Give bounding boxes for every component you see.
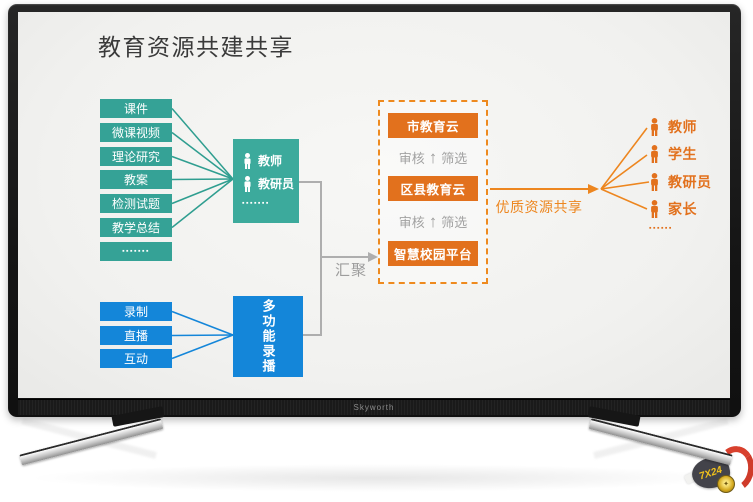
review-label: 审核 — [398, 214, 425, 230]
ground-shadow — [28, 464, 724, 492]
cloud-platform-stack: 市教育云 审核 ↑ 筛选 区县教育云 审核 ↑ 筛选 智慧校园平台 — [378, 100, 488, 284]
connector-lines — [171, 108, 650, 360]
contributor-researcher: 教研员 — [242, 172, 299, 195]
smart-campus-box: 智慧校园平台 — [388, 241, 478, 266]
filter-label: 筛选 — [441, 214, 468, 230]
person-icon — [244, 152, 251, 169]
contributor-researcher-label: 教研员 — [258, 177, 295, 191]
review-filter-row-1: 审核 ↑ 筛选 — [380, 143, 486, 171]
audience-teacher-label: 教师 — [668, 119, 697, 135]
contributors-hub: 教师 教研员 ▪▪▪▪▪▪▪ — [233, 139, 299, 223]
review-label: 审核 — [398, 150, 425, 166]
resource-item-microvideo: 微课视频 — [100, 123, 172, 142]
filter-label: 筛选 — [441, 150, 468, 166]
resource-item-more-dots: ▪▪▪▪▪▪▪ — [100, 242, 172, 261]
audience-more-dots: ▪▪▪▪▪▪ — [649, 225, 673, 232]
watermark-gold-seal: ✦ — [717, 475, 735, 493]
seller-watermark: 7X24 ✦ — [683, 443, 753, 502]
person-icon — [651, 145, 658, 163]
audience-parent-label: 家长 — [668, 201, 697, 217]
recorder-hub: 多功能录播 — [233, 296, 303, 377]
tv-screen: 教育资源共建共享 课件 微课视频 理论研究 教案 检测试题 教学总结 ▪▪▪▪▪… — [18, 12, 730, 398]
audience-teacher: 教师 — [648, 117, 697, 137]
recording-item-interact: 互动 — [100, 349, 172, 368]
audience-researcher: 教研员 — [648, 172, 712, 192]
tv-bottom-bezel: Skyworth — [18, 399, 730, 415]
resource-item-tests: 检测试题 — [100, 194, 172, 213]
district-cloud-box: 区县教育云 — [388, 176, 478, 201]
audience-parent: 家长 — [648, 199, 697, 219]
aggregate-label: 汇聚 — [334, 262, 367, 279]
person-icon — [651, 118, 658, 136]
contributor-teacher-label: 教师 — [258, 154, 283, 168]
recording-item-live: 直播 — [100, 326, 172, 345]
recording-item-record: 录制 — [100, 302, 172, 321]
star-icon: ✦ — [723, 480, 729, 488]
review-filter-row-2: 审核 ↑ 筛选 — [380, 207, 486, 235]
tv-frame: 教育资源共建共享 课件 微课视频 理论研究 教案 检测试题 教学总结 ▪▪▪▪▪… — [8, 4, 741, 417]
contributor-teacher: 教师 — [242, 149, 299, 172]
resource-item-lessonplan: 教案 — [100, 170, 172, 189]
person-icon — [651, 173, 658, 191]
audience-student: 学生 — [648, 144, 697, 164]
resource-item-summary: 教学总结 — [100, 218, 172, 237]
audience-researcher-label: 教研员 — [668, 174, 712, 190]
contributors-more-dots: ▪▪▪▪▪▪▪ — [242, 200, 270, 207]
tv-brand-logo: Skyworth — [353, 403, 395, 412]
resource-item-theory: 理论研究 — [100, 147, 172, 166]
audience-student-label: 学生 — [668, 146, 697, 162]
person-icon — [651, 200, 658, 218]
resource-item-courseware: 课件 — [100, 99, 172, 118]
up-arrow-icon: ↑ — [428, 211, 438, 231]
city-cloud-box: 市教育云 — [388, 113, 478, 138]
slide-title: 教育资源共建共享 — [98, 34, 294, 60]
slide-diagram: 教育资源共建共享 课件 微课视频 理论研究 教案 检测试题 教学总结 ▪▪▪▪▪… — [18, 12, 730, 398]
person-icon — [244, 175, 251, 192]
up-arrow-icon: ↑ — [428, 147, 438, 167]
share-label: 优质资源共享 — [495, 199, 583, 215]
